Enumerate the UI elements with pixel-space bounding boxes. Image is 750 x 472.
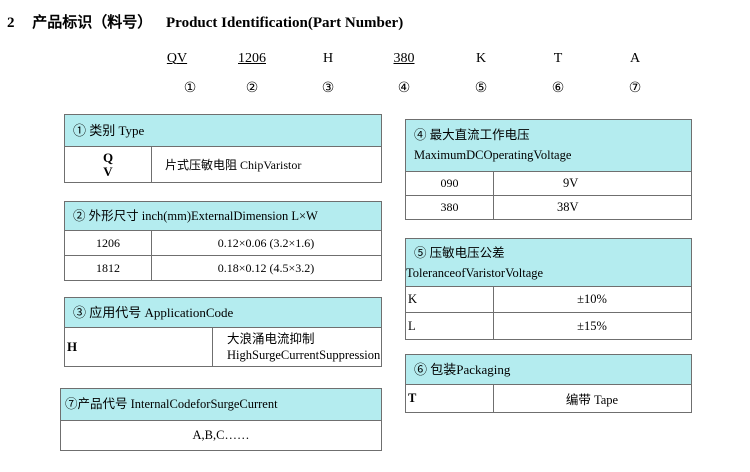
voltage-value-cell: 9V (563, 176, 579, 190)
table-row: H 大浪涌电流抑制 HighSurgeCurrentSuppression (65, 328, 381, 366)
tolerance-value-cell: ±10% (577, 292, 607, 306)
part-code-dimension: 1206 (222, 51, 282, 67)
marker-3: ③ (321, 80, 335, 96)
type-table-header: ① 类别 Type (65, 115, 381, 147)
table-row: 1812 0.18×0.12 (4.5×3.2) (65, 256, 381, 280)
internal-code-table-header: ⑦产品代号 InternalCodeforSurgeCurrent (61, 389, 381, 421)
type-code-v: V (103, 163, 113, 179)
voltage-table-header: ④ 最大直流工作电压 MaximumDCOperatingVoltage (406, 120, 691, 172)
part-code-tolerance: K (451, 51, 511, 67)
part-code-type-text: QV (166, 51, 188, 66)
marker-5: ⑤ (474, 80, 488, 96)
part-code-voltage: 380 (374, 51, 434, 67)
table-row: A,B,C…… (61, 421, 381, 450)
dimension-code-cell: 1812 (96, 260, 120, 275)
section-title-cn: 产品标识（料号） (32, 15, 153, 31)
table-row: 1206 0.12×0.06 (3.2×1.6) (65, 231, 381, 256)
voltage-code-cell: 380 (440, 200, 459, 214)
dimension-table-header: ② 外形尺寸 inch(mm)ExternalDimension L×W (65, 202, 381, 231)
marker-7: ⑦ (628, 80, 642, 96)
type-table: ① 类别 Type Q V 片式压敏电阻 ChipVaristor (64, 114, 382, 183)
table-row: Q V 片式压敏电阻 ChipVaristor (65, 147, 381, 182)
tolerance-header-cn: ⑤ 压敏电压公差 (414, 246, 505, 260)
voltage-value-cell: 38V (557, 200, 579, 214)
part-code-application-text: H (322, 51, 334, 66)
table-row: T 编带 Tape (406, 385, 691, 412)
part-code-dimension-text: 1206 (238, 51, 266, 66)
section-heading: 2 产品标识（料号） Product Identification(Part N… (7, 11, 403, 32)
type-desc-cell: 片式压敏电阻 ChipVaristor (165, 158, 302, 172)
dimension-value-cell: 0.12×0.06 (3.2×1.6) (217, 235, 315, 250)
part-code-tolerance-text: K (475, 51, 487, 66)
application-desc-en: HighSurgeCurrentSuppression (227, 348, 381, 362)
application-code-cell: H (67, 339, 78, 354)
table-row: 090 9V (406, 172, 691, 196)
internal-code-value-cell: A,B,C…… (192, 428, 250, 442)
type-code-cell: Q V (65, 147, 151, 182)
application-desc-cell: 大浪涌电流抑制 HighSurgeCurrentSuppression (227, 328, 381, 366)
part-code-packaging: T (528, 51, 588, 67)
dimension-value-cell: 0.18×0.12 (4.5×3.2) (217, 260, 315, 275)
packaging-table-header: ⑥ 包装Packaging (406, 355, 691, 385)
section-title-en: Product Identification(Part Number) (166, 15, 404, 31)
packaging-code-cell: T (408, 391, 417, 405)
voltage-table: ④ 最大直流工作电压 MaximumDCOperatingVoltage 090… (405, 119, 692, 220)
part-code-application: H (298, 51, 358, 67)
internal-code-table: ⑦产品代号 InternalCodeforSurgeCurrent A,B,C…… (60, 388, 382, 451)
packaging-table: ⑥ 包装Packaging T 编带 Tape (405, 354, 692, 413)
marker-6: ⑥ (551, 80, 565, 96)
tolerance-table: ⑤ 压敏电压公差 ToleranceofVaristorVoltage K ±1… (405, 238, 692, 340)
application-desc-cn: 大浪涌电流抑制 (227, 332, 315, 346)
voltage-header-en: MaximumDCOperatingVoltage (414, 148, 572, 162)
section-number: 2 (7, 15, 15, 31)
part-code-voltage-text: 380 (393, 51, 415, 66)
tolerance-header-en: ToleranceofVaristorVoltage (406, 266, 544, 280)
voltage-code-cell: 090 (440, 176, 459, 190)
dimension-table: ② 外形尺寸 inch(mm)ExternalDimension L×W 120… (64, 201, 382, 281)
part-code-internal: A (605, 51, 665, 67)
dimension-code-cell: 1206 (96, 235, 120, 250)
tolerance-value-cell: ±15% (577, 318, 607, 333)
voltage-header-cn: ④ 最大直流工作电压 (414, 128, 530, 142)
table-row: K ±10% (406, 287, 691, 313)
marker-4: ④ (397, 80, 411, 96)
marker-1: ① (183, 80, 197, 96)
application-table: ③ 应用代号 ApplicationCode H 大浪涌电流抑制 HighSur… (64, 297, 382, 367)
table-row: 380 38V (406, 196, 691, 219)
packaging-value-cell: 编带 Tape (565, 393, 619, 407)
table-row: L ±15% (406, 313, 691, 339)
part-code-packaging-text: T (553, 51, 563, 66)
tolerance-code-cell: L (408, 318, 416, 333)
application-table-header: ③ 应用代号 ApplicationCode (65, 298, 381, 328)
tolerance-table-header: ⑤ 压敏电压公差 ToleranceofVaristorVoltage (406, 239, 691, 287)
type-code-q: Q (102, 149, 114, 165)
marker-2: ② (245, 80, 259, 96)
tolerance-code-cell: K (408, 292, 418, 306)
part-code-type: QV (147, 51, 207, 67)
part-code-internal-text: A (629, 51, 641, 66)
